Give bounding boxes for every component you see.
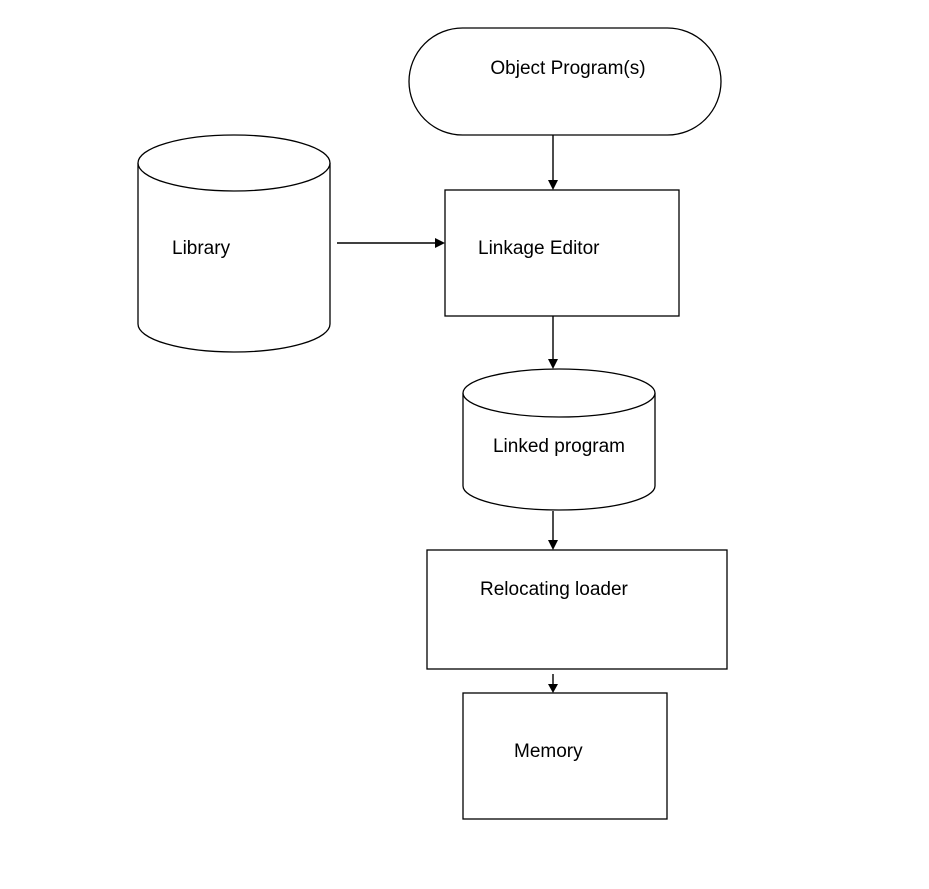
node-object-program: Object Program(s) <box>408 27 722 136</box>
relocating-loader-label: Relocating loader <box>480 579 629 600</box>
arrowhead-icon <box>548 540 558 550</box>
edge-linked-program-to-relocating-loader <box>548 511 558 550</box>
edge-object-program-to-linkage-editor <box>548 135 558 190</box>
edge-library-to-linkage-editor <box>337 238 445 248</box>
memory-label: Memory <box>514 741 583 762</box>
node-linkage-editor: Linkage Editor <box>444 189 680 317</box>
arrowhead-icon <box>435 238 445 248</box>
memory-shape <box>462 692 668 820</box>
edge-linkage-editor-to-linked-program <box>548 316 558 369</box>
node-relocating-loader: Relocating loader <box>426 549 728 670</box>
linked-program-top <box>462 368 656 418</box>
node-memory: Memory <box>462 692 668 820</box>
linkage-editor-shape <box>444 189 680 317</box>
node-library: Library <box>137 134 331 353</box>
library-label: Library <box>172 238 231 259</box>
node-linked-program: Linked program <box>462 368 656 511</box>
arrowhead-icon <box>548 684 558 693</box>
object-program-label: Object Program(s) <box>490 58 645 79</box>
edge-relocating-loader-to-memory <box>548 674 558 693</box>
relocating-loader-shape <box>426 549 728 670</box>
linked-program-label: Linked program <box>493 436 625 457</box>
linkage-editor-label: Linkage Editor <box>478 238 600 259</box>
library-body <box>137 163 331 353</box>
arrowhead-icon <box>548 359 558 369</box>
library-top <box>137 134 331 192</box>
object-program-shape <box>408 27 722 136</box>
arrowhead-icon <box>548 180 558 190</box>
linked-program-body <box>462 393 656 511</box>
